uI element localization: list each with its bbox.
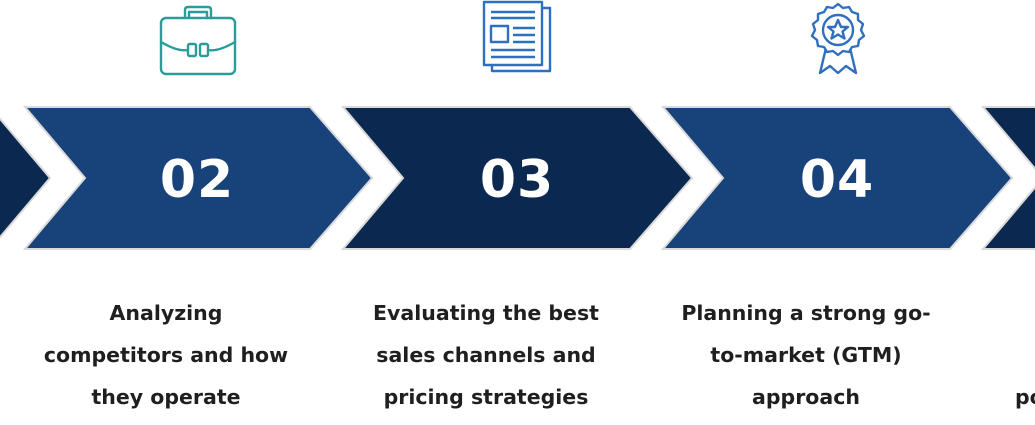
step-03-line-2: sales channels and [376, 343, 596, 367]
step-03-line-3: pricing strategies [383, 385, 589, 409]
step-05-line-1 [1015, 292, 1035, 334]
chevron-step-02 [22, 106, 374, 250]
chevron-step-05 [980, 106, 1035, 250]
step-02-line-3: they operate [91, 385, 241, 409]
step-02-line-2: competitors and how [43, 343, 289, 367]
chevron-step-04 [660, 106, 1014, 250]
step-number-04: 04 [799, 150, 875, 210]
chevron-step-03 [340, 106, 694, 250]
step-04-line-2: to-market (GTM) [710, 343, 902, 367]
step-number-02: 02 [159, 150, 235, 210]
chevron-step-01 [0, 117, 52, 239]
step-number-03: 03 [479, 150, 555, 210]
step-02-line-1: Analyzing [109, 301, 223, 325]
newspaper-icon [482, 0, 552, 73]
step-05-line-3: po [1015, 385, 1035, 409]
step-description-04: Planning a strong go- to-market (GTM) ap… [681, 292, 931, 418]
step-04-line-1: Planning a strong go- [681, 301, 931, 325]
step-05-line-2 [1015, 334, 1035, 376]
award-badge-icon [810, 2, 866, 75]
briefcase-icon [159, 5, 237, 76]
step-04-line-3: approach [752, 385, 860, 409]
step-description-05-partial: po [1001, 292, 1035, 418]
step-description-03: Evaluating the best sales channels and p… [361, 292, 611, 418]
step-description-02: Analyzing competitors and how they opera… [41, 292, 291, 418]
step-03-line-1: Evaluating the best [373, 301, 599, 325]
